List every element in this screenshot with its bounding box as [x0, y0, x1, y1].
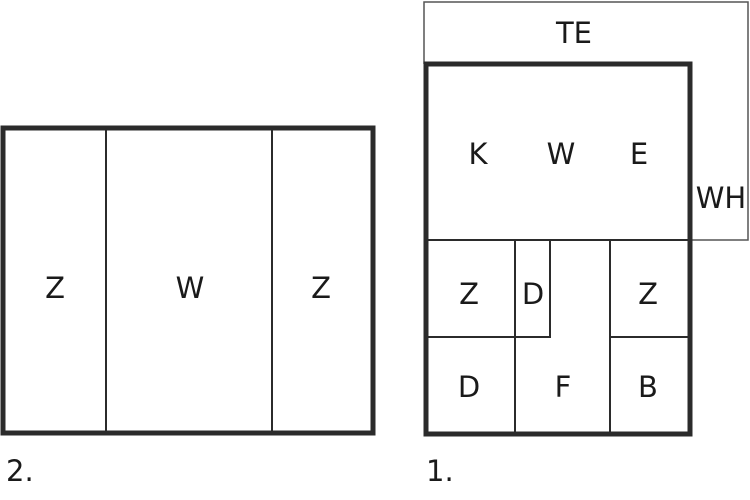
floor-plan-2: Z W Z 2.: [0, 125, 376, 488]
plan-2-outer-wall: [0, 125, 376, 436]
plan-1-terrace-outline: [423, 1, 749, 241]
plan-1-outer-wall: [423, 61, 693, 437]
plan-2-caption: 2.: [6, 454, 34, 488]
plan-1-room-w-label: W: [547, 137, 576, 171]
plan-1-wall-d-small: [515, 240, 551, 338]
plan-1-caption: 1.: [426, 454, 454, 488]
plan-1-room-d-small-label: D: [522, 277, 544, 311]
plan-1-room-z-left-label: Z: [459, 277, 479, 311]
plan-1-room-f-label: F: [555, 370, 572, 404]
plan-2-room-w-label: W: [176, 271, 205, 305]
plan-2-room-z-right-label: Z: [311, 271, 331, 305]
plan-2-room-z-left-label: Z: [45, 271, 65, 305]
plan-1-room-te-label: TE: [555, 16, 592, 50]
plan-1-room-b-label: B: [638, 370, 658, 404]
plan-1-room-k-label: K: [468, 137, 488, 171]
plan-1-room-d-bottom-label: D: [458, 370, 480, 404]
plan-1-room-wh-label: WH: [696, 181, 746, 215]
floor-plan-1: TE WH K W E Z D Z D F B 1.: [423, 1, 749, 488]
plan-1-room-z-right-label: Z: [638, 277, 658, 311]
plan-1-room-e-label: E: [630, 137, 648, 171]
